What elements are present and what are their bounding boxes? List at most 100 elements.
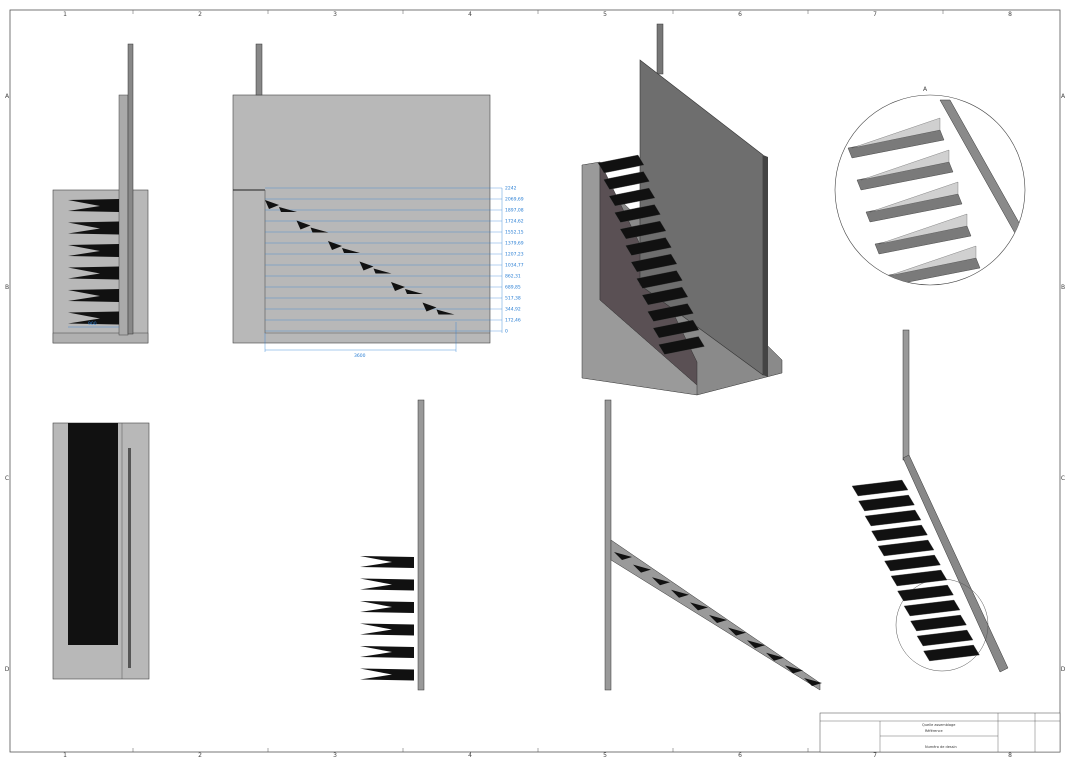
tread: [296, 220, 311, 230]
tread: [619, 220, 667, 240]
tread: [804, 678, 822, 686]
tread: [360, 623, 414, 636]
tread: [728, 627, 746, 636]
tread: [436, 309, 455, 315]
tread-bracket: [878, 213, 968, 245]
tread: [360, 646, 414, 658]
tread: [68, 289, 119, 302]
grid-column-label: 7: [873, 11, 877, 18]
grid-column-label: 6: [738, 752, 742, 759]
subtitle-text: Référence: [925, 729, 943, 733]
level-dimension: 2242: [505, 186, 517, 192]
tread: [68, 266, 119, 280]
tread-bracket: [851, 117, 941, 149]
tread: [923, 644, 980, 662]
tread: [897, 584, 954, 602]
grid-column-label: 2: [198, 752, 202, 759]
grid-column-label: 5: [603, 752, 607, 759]
tread: [359, 261, 374, 271]
tread: [652, 319, 700, 339]
tread: [342, 248, 360, 253]
tread: [871, 524, 928, 542]
tread-bracket: [869, 181, 959, 213]
grid-column-label: 3: [333, 11, 337, 18]
tread: [910, 614, 967, 632]
tread: [916, 629, 974, 647]
level-dimension: 1379,69: [505, 241, 524, 247]
level-dimension: 1207,23: [505, 252, 524, 258]
tread: [633, 564, 651, 573]
tread: [614, 204, 661, 223]
level-dimension: 517,38: [505, 296, 521, 302]
top-view: [52, 422, 150, 680]
level-dimension: 1897,08: [505, 208, 524, 214]
tread: [608, 187, 656, 207]
tread: [391, 282, 405, 291]
drawing-number: Numéro de dessin: [925, 745, 957, 749]
grid-column-label: 8: [1008, 752, 1012, 759]
tread: [614, 552, 632, 560]
grid-row-label: A: [5, 93, 10, 100]
tread: [360, 578, 414, 591]
isometric-view-wall: [581, 23, 783, 396]
grid-column-label: 1: [63, 11, 67, 18]
grid-column-label: 8: [1008, 11, 1012, 18]
tread: [652, 577, 670, 586]
tread: [851, 479, 909, 497]
detail-label: A: [923, 86, 928, 93]
tread: [671, 589, 689, 598]
grid-row-label: B: [1061, 284, 1065, 291]
grid-column-label: 4: [468, 752, 472, 759]
tread: [766, 652, 784, 661]
tread: [422, 302, 437, 312]
level-dimension: 172,46: [505, 318, 521, 324]
tread: [630, 253, 678, 273]
tread: [310, 227, 329, 233]
grid-row-label: D: [1061, 666, 1066, 673]
tread: [405, 289, 423, 294]
level-dimension: 689,85: [505, 285, 521, 291]
level-dimension: 344,92: [505, 307, 521, 313]
grid-row-label: B: [5, 284, 9, 291]
tread: [360, 556, 414, 568]
detail-view-a: A: [834, 86, 1026, 286]
tread: [68, 244, 119, 257]
tread: [68, 221, 119, 235]
tread-bracket: [860, 149, 950, 181]
tread: [641, 286, 689, 306]
grid-row-label: A: [1061, 93, 1066, 100]
tread: [68, 311, 119, 325]
tread: [360, 668, 414, 681]
level-dimension: 1034,77: [505, 263, 524, 269]
tread: [709, 615, 727, 623]
tread: [647, 303, 694, 322]
tread: [279, 207, 297, 212]
tread: [884, 554, 941, 572]
tread: [785, 665, 803, 674]
grid-row-label: D: [5, 666, 10, 673]
grid-column-label: 1: [63, 752, 67, 759]
tread: [658, 336, 705, 355]
side-view: 900: [52, 43, 149, 344]
tread: [858, 494, 915, 512]
tread: [328, 241, 342, 250]
tread: [747, 640, 765, 649]
grid-column-label: 7: [873, 752, 877, 759]
grid-column-label: 5: [603, 11, 607, 18]
tread: [373, 268, 392, 274]
tread: [597, 154, 645, 174]
tread: [625, 237, 672, 256]
title-text: Quelle assemblage: [922, 723, 955, 727]
grid-column-label: 3: [333, 752, 337, 759]
tread: [890, 569, 948, 587]
level-dimension: 862,31: [505, 274, 521, 280]
side-width-dimension: 900: [88, 321, 97, 327]
grid-row-label: C: [1061, 475, 1065, 482]
tread: [68, 199, 119, 212]
tread: [636, 270, 683, 289]
grid-column-label: 4: [468, 11, 472, 18]
tread: [265, 200, 279, 209]
grid-column-label: 6: [738, 11, 742, 18]
